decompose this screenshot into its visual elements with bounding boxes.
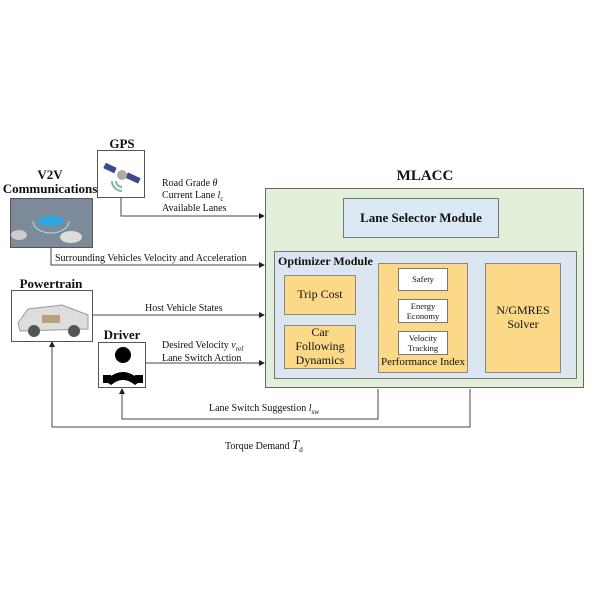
desired-velocity-label: Desired Velocity	[162, 340, 229, 351]
v2v-cars-icon	[11, 199, 92, 247]
optimizer-title: Optimizer Module	[278, 254, 373, 268]
lane-switch-text: Lane Switch Suggestion	[209, 403, 307, 414]
gps-signals: Road Grade θ Current Lane lc Available L…	[162, 178, 227, 215]
torque-symbol: T	[292, 437, 300, 452]
driver-title: Driver	[103, 327, 141, 342]
current-lane-label: Current Lane	[162, 190, 216, 201]
v2v-signal-label: Surrounding Vehicles Velocity and Accele…	[55, 253, 247, 264]
lane-selector-module: Lane Selector Module	[343, 198, 499, 238]
solver-block: N/GMRES Solver	[485, 263, 561, 373]
gps-image	[97, 150, 145, 198]
pi-item-line: Energy	[410, 300, 436, 311]
v-symbol: v	[231, 340, 236, 351]
pi-item-line: Tracking	[407, 343, 439, 353]
lsw-sub: sw	[311, 408, 320, 416]
available-lanes-label: Available Lanes	[162, 203, 227, 215]
powertrain-image	[11, 290, 93, 342]
lane-switch-action-label: Lane Switch Action	[162, 353, 242, 365]
torque-demand-label: Torque Demand Td	[225, 437, 303, 454]
solver-line: Solver	[507, 317, 539, 331]
lsw-symbol: l	[308, 403, 312, 414]
satellite-icon	[103, 162, 141, 192]
performance-index-label: Performance Index	[381, 356, 465, 369]
pi-item-safety: Safety	[398, 268, 448, 291]
v2v-title-line: Communications	[2, 181, 98, 197]
pi-item-line: Economy	[406, 311, 440, 321]
driver-icon	[103, 347, 143, 385]
lane-sub: c	[220, 195, 224, 203]
driver-signals: Desired Velocity vref Lane Switch Action	[162, 340, 243, 365]
car-following-line: Car	[311, 325, 329, 340]
powertrain-title: Powertrain	[19, 276, 83, 291]
lane-switch-feedback	[119, 388, 379, 420]
solver-line: N/GMRES	[496, 303, 550, 318]
trip-cost-block: Trip Cost	[284, 275, 356, 315]
lane-switch-suggestion-label: Lane Switch Suggestion lsw	[209, 403, 319, 416]
theta-symbol: θ	[212, 178, 218, 189]
car-cutaway-icon	[17, 304, 89, 337]
car-following-line: Following	[295, 339, 345, 354]
torque-feedback	[49, 341, 471, 428]
road-grade-label: Road Grade	[162, 178, 211, 189]
car-following-block: Car Following Dynamics	[284, 325, 356, 369]
v-sub: ref	[235, 345, 244, 353]
lane-symbol: l	[217, 190, 221, 201]
pi-item-velocity-tracking: Velocity Tracking	[398, 331, 448, 355]
torque-sub: d	[299, 446, 303, 454]
v2v-arrow	[50, 248, 265, 268]
driver-image	[98, 342, 146, 388]
host-states-label: Host Vehicle States	[145, 303, 223, 314]
gps-title: GPS	[109, 136, 135, 151]
mlacc-title: MLACC	[396, 168, 454, 184]
torque-text: Torque Demand	[225, 441, 290, 452]
v2v-title-line: V2V	[37, 167, 63, 182]
v2v-image	[10, 198, 93, 248]
pi-item-energy-economy: Energy Economy	[398, 299, 448, 323]
pi-item-line: Velocity	[408, 332, 438, 343]
v2v-title: V2V Communications	[2, 167, 98, 197]
car-following-line: Dynamics	[295, 352, 345, 367]
